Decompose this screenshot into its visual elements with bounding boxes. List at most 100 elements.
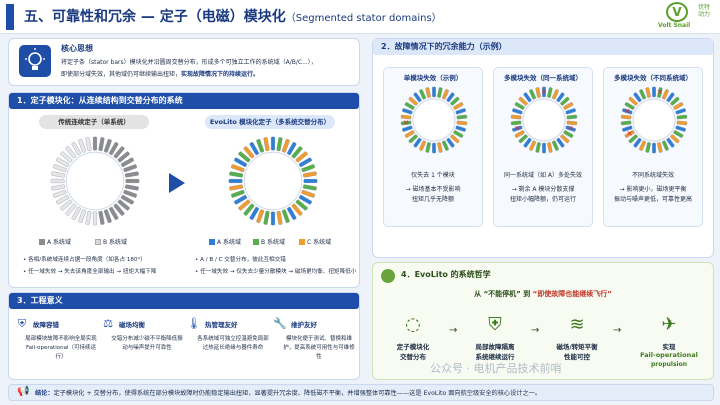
step-isolation: ⛨ 局部故障隔离 系统继续运行: [475, 314, 515, 361]
arrow-icon: →: [613, 325, 622, 336]
stator-bar: [120, 194, 134, 205]
traditional-stator-pill: 传统连续定子（单系统）: [39, 115, 149, 129]
failure-card-single: 单模块失效（示例） ✕ 仅失去 1 个模块 → 磁场基本不受影响 扭矩几乎无降额: [383, 67, 483, 227]
stator-bar: [620, 114, 632, 120]
stator-bar: [276, 137, 283, 152]
legend-left-a: A 系统域: [39, 237, 71, 246]
stator-bar: [286, 142, 297, 156]
stator-bar: [441, 89, 449, 100]
stator-bar: [51, 171, 66, 178]
failure-mark: ✕: [514, 124, 520, 133]
stator-bar: [565, 108, 576, 115]
stator-bar: [518, 134, 528, 144]
stator-bar: [92, 136, 98, 151]
conclusion-text: 结论：定子模块化 + 交替分布，使得系统在部分模块故障时仍能稳定输出扭矩，显著提…: [35, 390, 542, 397]
stator-bar: [229, 184, 244, 191]
section-4-badge: [381, 269, 395, 283]
stator-bar: [419, 140, 427, 151]
stator-bar: [456, 114, 468, 120]
stator-bar: [551, 89, 559, 100]
stator-bar: [103, 209, 112, 224]
stator-bar: [85, 137, 92, 152]
failure-mark: ✕: [403, 118, 409, 127]
stator-bar: [455, 125, 466, 132]
stator-bar: [286, 206, 297, 220]
right-note-2: • 任一域失效 → 仅失去少量分散模块 → 磁场更均衡、扭矩降低小: [195, 269, 357, 275]
stator-bar: [645, 87, 651, 98]
stator-bar: [675, 108, 686, 115]
section-3-card: 3．工程意义 ⛨ 故障容错 局部模块故障不影响全局实现 Fail-operati…: [8, 292, 360, 380]
stator-bar: [523, 92, 532, 103]
stator-bar: [256, 209, 265, 224]
stator-bar: [113, 146, 125, 159]
stator-bar: [622, 125, 633, 132]
stator-bar: [400, 114, 412, 120]
stator-bar: [402, 125, 413, 132]
stator-bar: [455, 108, 466, 115]
step-fail-operational: ✈ 实现 Fail-operational propulsion: [640, 314, 698, 368]
stator-bar: [71, 206, 82, 220]
stator-bar: [291, 146, 303, 159]
stator-bar: [125, 178, 140, 184]
step-balance: ≋ 磁场/转矩平衡 性能可控: [556, 314, 598, 361]
stator-bar: [124, 184, 139, 191]
section-2-title: 2．故障情况下的冗余能力（示例）: [373, 39, 713, 55]
core-line-1: 将定子条（stator bars）模块化并沿圆周交替分布，形成多个可独立工作的系…: [61, 59, 317, 66]
stator-bar: [675, 125, 686, 132]
stator-bar: [510, 114, 522, 120]
wrench-icon: 🔧: [273, 317, 287, 330]
legend-right-a: A 系统域: [209, 237, 241, 246]
page-title: 五、可靠性和冗余 — 定子（电磁）模块化（Segmented stator do…: [24, 9, 442, 25]
traditional-stator-ring: [50, 136, 140, 226]
stator-bar: [437, 142, 443, 153]
watermark: 公众号 · 电机产品技术前哨: [430, 362, 562, 375]
stator-bar: [529, 140, 537, 151]
stator-bar: [404, 130, 415, 138]
stator-bar: [456, 120, 468, 126]
modular-stator-pill: EvoLito 模块化定子（多系统交替分布）: [205, 115, 335, 129]
stator-bar: [243, 146, 255, 159]
stator-bar: [512, 125, 523, 132]
arrow-icon: →: [531, 325, 540, 336]
stator-bar: [302, 171, 317, 178]
stator-bar: [234, 157, 248, 168]
stator-bar: [281, 209, 290, 224]
stator-bar: [542, 142, 546, 154]
stator-bar: [92, 211, 98, 226]
stator-bar: [560, 134, 570, 144]
stator-bar: [628, 96, 638, 106]
stator-bar: [234, 194, 248, 205]
stator-bar: [639, 140, 647, 151]
stator-bar: [441, 140, 449, 151]
legend-right-c: C 系统域: [299, 237, 331, 246]
stator-bar: [652, 142, 656, 154]
stator-bar: [108, 142, 119, 156]
left-note-1: • 各相/系统域连续占据一段角度（如各占 180°）: [23, 257, 146, 263]
stator-bar: [419, 89, 427, 100]
failure-card-same-domain: 多模块失效（同一系统域） ✕✕✕ 同一系统域（如 A）多处失效 → 剩余 A 模…: [493, 67, 593, 227]
stator-bar: [98, 210, 105, 225]
failure-mark: ✕: [657, 88, 663, 97]
failure-mark: ✕: [627, 129, 633, 138]
stator-bar: [298, 157, 312, 168]
stator-bar: [661, 140, 669, 151]
right-note-1: • A / B / C 交替分布，彼此互相交错: [195, 257, 286, 263]
stator-bar: [117, 199, 130, 211]
stator-bar: [78, 209, 87, 224]
stator-bar: [657, 87, 663, 98]
scale-icon: ⚖: [103, 317, 113, 330]
stator-bar: [298, 194, 312, 205]
stator-bar: [566, 114, 578, 120]
stator-bar: [108, 206, 119, 220]
stator-bar: [661, 89, 669, 100]
stator-bar: [400, 120, 412, 126]
stator-bar: [60, 151, 73, 163]
stator-bar: [65, 146, 77, 159]
stator-bar: [446, 92, 455, 103]
stator-bar: [301, 189, 316, 198]
stator-bar: [657, 142, 663, 153]
stator-bar: [432, 142, 436, 154]
stator-bar: [60, 199, 73, 211]
stator-bar: [432, 86, 436, 98]
megaphone-icon: 📢: [17, 386, 30, 397]
